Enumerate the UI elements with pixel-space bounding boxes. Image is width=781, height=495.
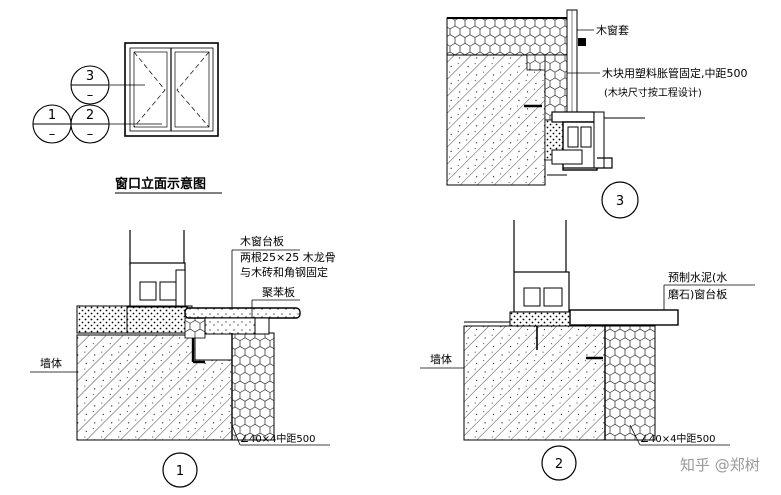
marker-2: 2 – — [70, 104, 110, 144]
label-keel-1: 两根25×25 木龙骨 — [240, 250, 336, 264]
marker-1-number: 1 — [48, 108, 56, 123]
label-wood-sill: 木窗台板 — [240, 234, 284, 248]
marker-2-sub: – — [87, 127, 94, 142]
label-wall-2: 墙体 — [430, 352, 452, 366]
marker-1: 1 – — [32, 104, 72, 144]
marker-3: 3 – — [70, 65, 110, 105]
detail-1 — [76, 230, 301, 441]
label-casing: 木窗套 — [596, 23, 629, 37]
detail-1-number-text: 1 — [176, 464, 184, 479]
detail-3-number: 3 — [601, 181, 639, 219]
marker-1-sub: – — [49, 127, 56, 142]
detail-1-number: 1 — [162, 452, 198, 488]
label-eps-board: 聚苯板 — [262, 285, 295, 299]
label-precast-sill-1: 预制水泥(水 — [668, 271, 727, 284]
marker-2-number: 2 — [86, 108, 94, 123]
label-wall-1: 墙体 — [40, 356, 62, 370]
label-angle-2: ∠40×4中距500 — [640, 432, 716, 445]
label-block-size: (木块尺寸按工程设计) — [604, 86, 702, 99]
detail-2-number-text: 2 — [555, 457, 563, 472]
detail-2 — [463, 220, 679, 441]
label-precast-sill-2: 磨石)窗台板 — [668, 287, 727, 301]
label-block-fix: 木块用塑料胀管固定,中距500 — [602, 66, 748, 80]
elevation-title: 窗口立面示意图 — [115, 176, 206, 192]
marker-3-sub: – — [87, 88, 94, 103]
detail-3 — [446, 9, 645, 186]
marker-3-number: 3 — [86, 69, 94, 84]
window-elevation — [104, 42, 219, 137]
detail-2-number: 2 — [541, 445, 577, 481]
label-keel-2: 与木砖和角钢固定 — [240, 265, 328, 279]
detail-3-number-text: 3 — [616, 194, 624, 209]
label-angle-1: ∠40×4中距500 — [240, 432, 316, 445]
watermark: 知乎 @郑树 — [680, 456, 760, 474]
